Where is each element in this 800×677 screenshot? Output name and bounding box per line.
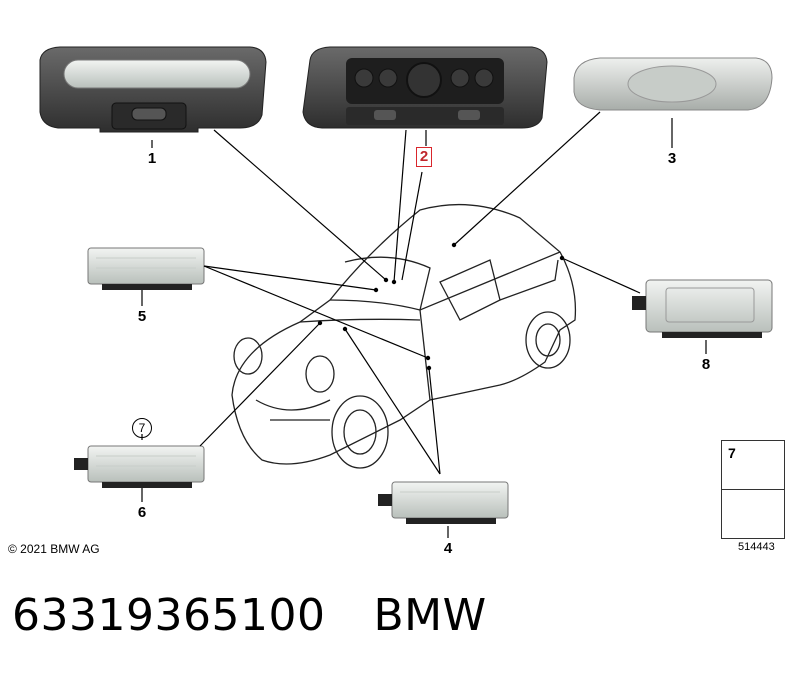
callout-7-circled: 7: [132, 418, 152, 438]
part-5-illustration: [87, 247, 205, 290]
callout-4: 4: [443, 540, 453, 557]
part-caption: 63319365100 BMW: [12, 590, 535, 641]
callout-5: 5: [137, 308, 147, 325]
part-8-illustration: [632, 279, 773, 338]
part-4-illustration: [378, 481, 509, 524]
callout-2[interactable]: 2: [416, 147, 432, 167]
part-6-illustration: [74, 445, 205, 488]
callout-3: 3: [667, 150, 677, 167]
copyright-notice: © 2021 BMW AG: [8, 542, 100, 556]
car-outline: [231, 203, 577, 469]
leader-lines: [141, 111, 707, 538]
legend-divider: [722, 489, 784, 490]
callout-6: 6: [137, 504, 147, 521]
diagram-reference-number: 514443: [738, 541, 775, 553]
part-1-illustration: [39, 46, 267, 133]
part-number: 63319365100: [12, 590, 326, 641]
part-2-illustration: [302, 46, 548, 129]
brand-name: BMW: [373, 590, 487, 641]
callout-1: 1: [147, 150, 157, 167]
legend-item-number: 7: [728, 445, 736, 461]
part-3-illustration: [573, 57, 773, 111]
callout-8: 8: [701, 356, 711, 373]
legend-box: 7: [721, 440, 785, 539]
leader-dots: [317, 242, 565, 371]
